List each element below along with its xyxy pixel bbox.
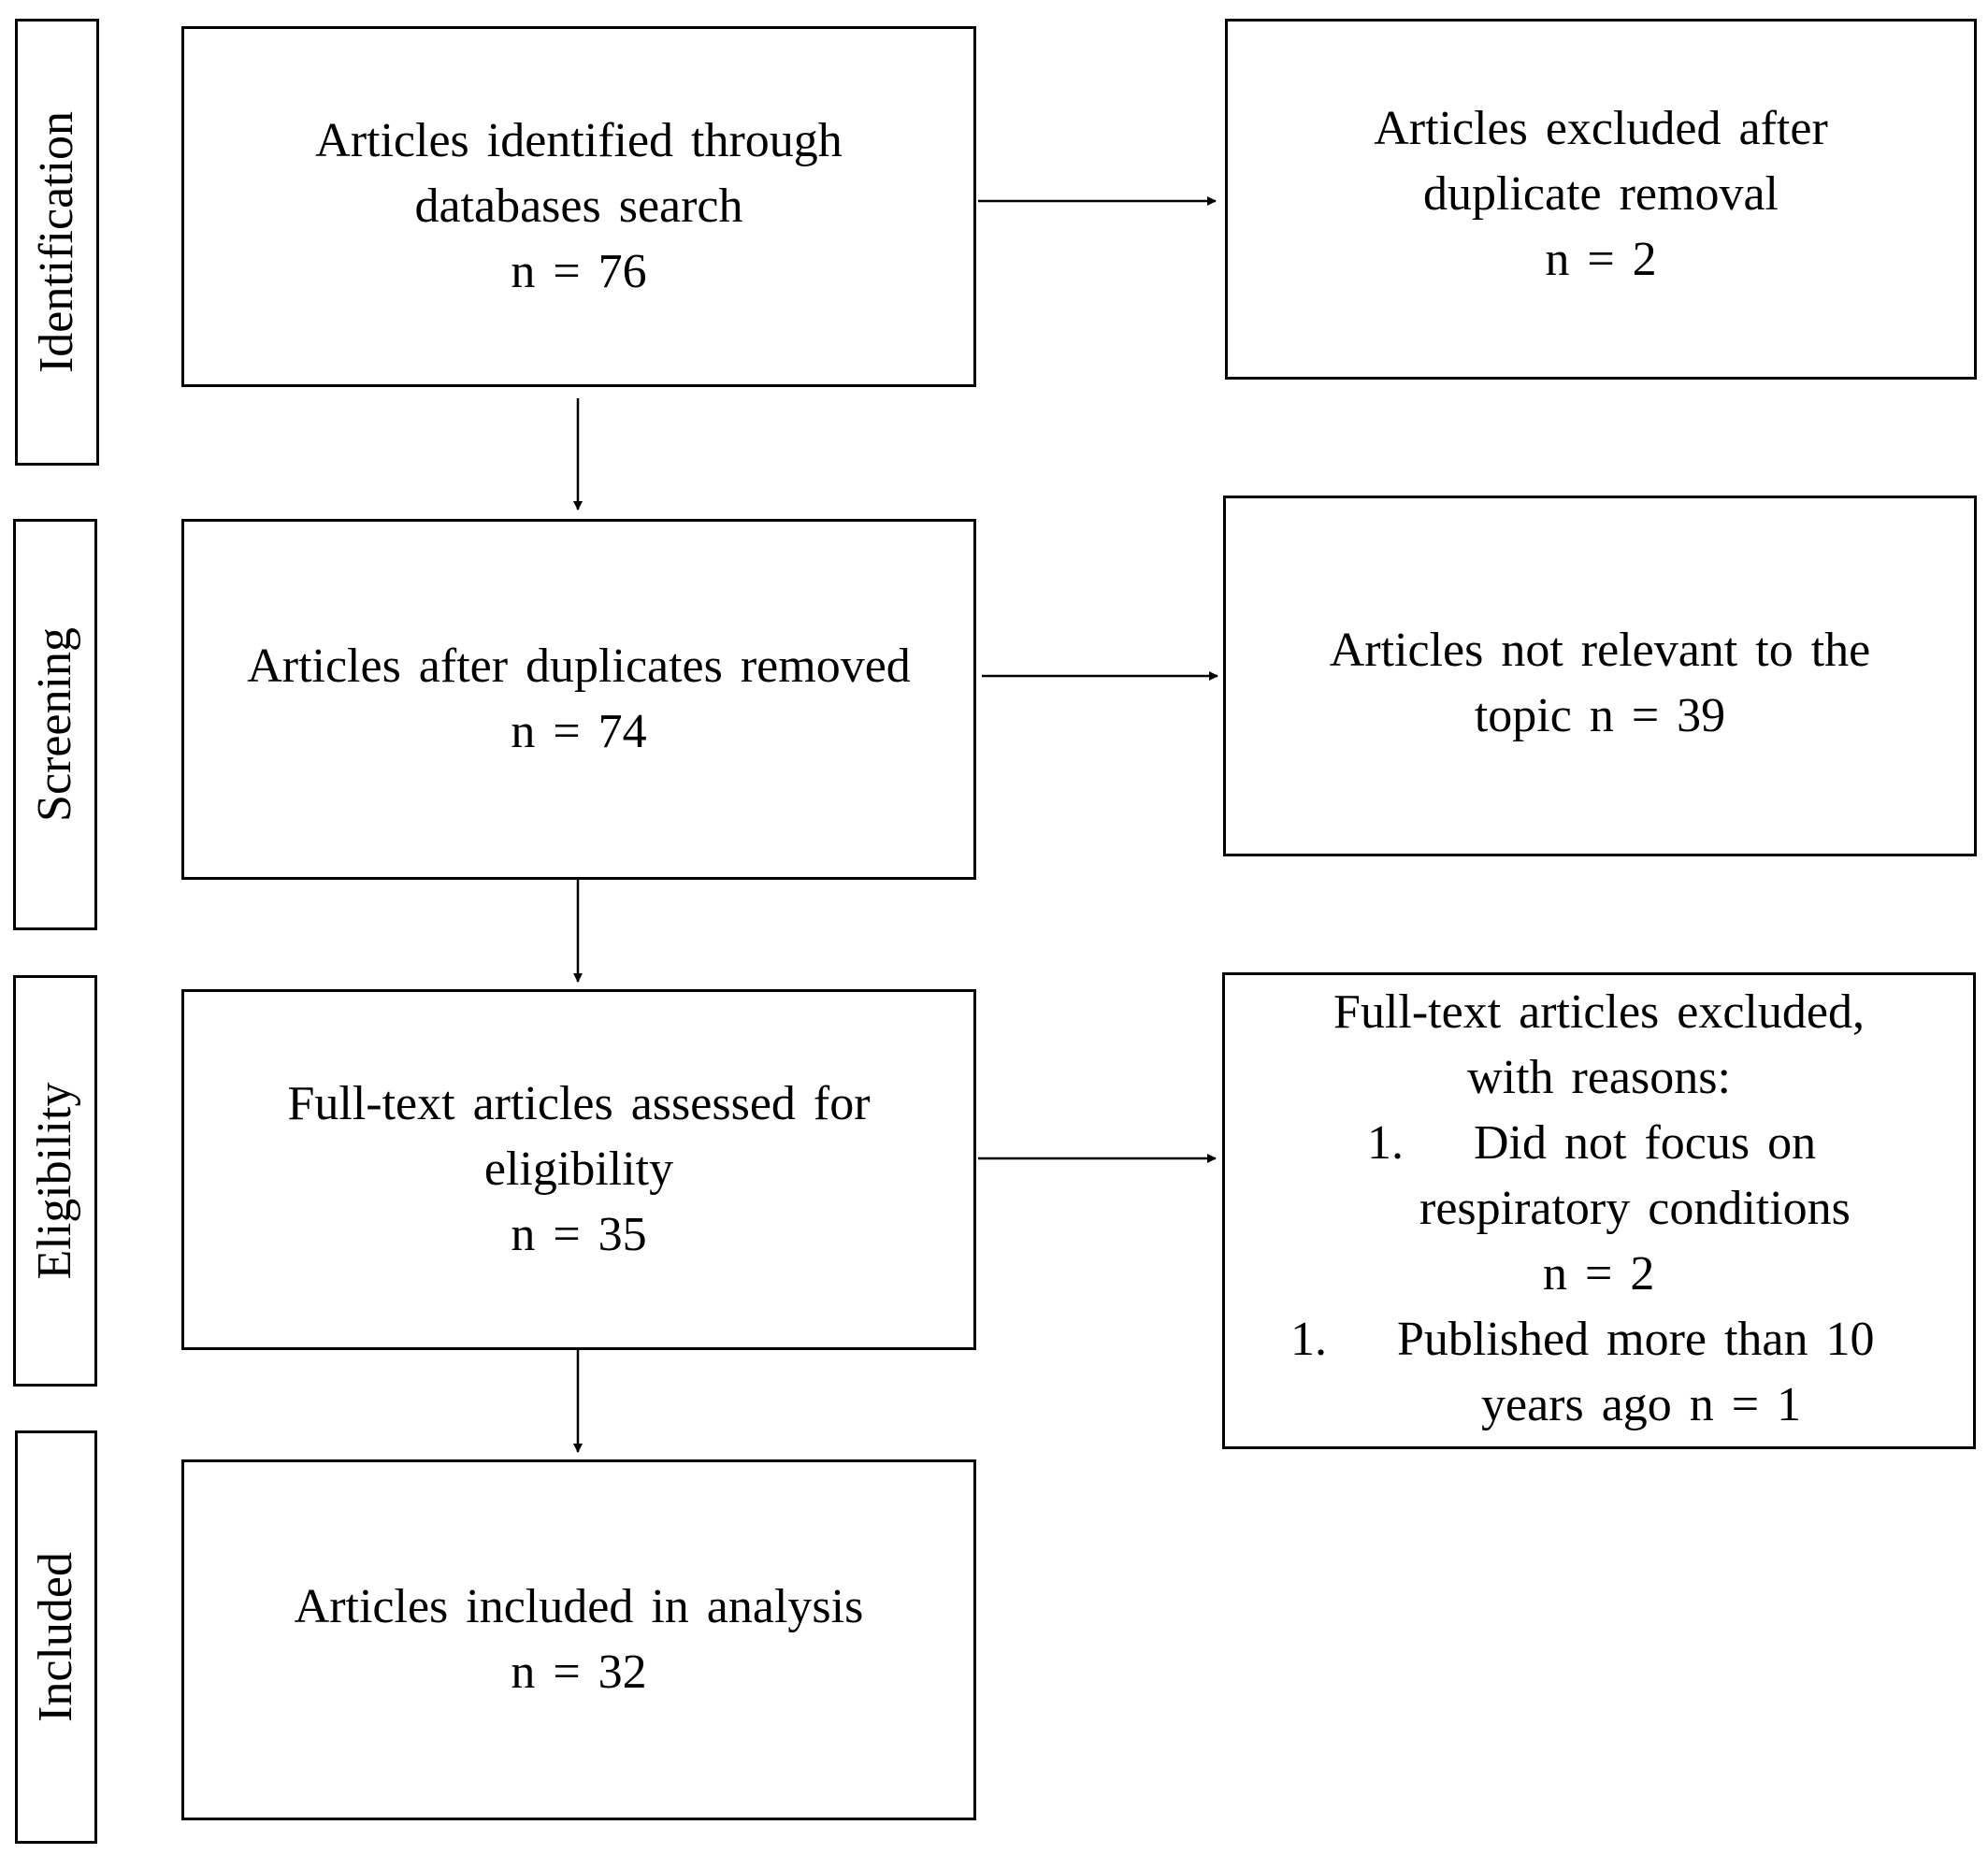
box-duplicates-excluded-count: n = 2 bbox=[1545, 233, 1657, 286]
box-after-duplicates-line-1: Articles after duplicates removed bbox=[247, 640, 911, 693]
reason-1-continuation: respiratory conditions bbox=[1419, 1182, 1851, 1235]
box-assessed: Full-text articles assessed for eligibil… bbox=[181, 989, 976, 1350]
box-included-analysis: Articles included in analysis n = 32 bbox=[181, 1459, 976, 1820]
stage-identification: Identification bbox=[15, 19, 99, 466]
fulltext-excluded-header-1: Full-text articles excluded, bbox=[1333, 985, 1865, 1039]
box-assessed-count: n = 35 bbox=[511, 1208, 647, 1261]
box-assessed-line-2: eligibility bbox=[483, 1143, 674, 1196]
stage-eligibility: Eligibility bbox=[13, 975, 97, 1387]
reason-1-count: n = 2 bbox=[1543, 1247, 1655, 1301]
reason-1-text: Did not focus on bbox=[1474, 1116, 1817, 1170]
box-assessed-line-1: Full-text articles assessed for bbox=[287, 1077, 871, 1130]
stage-included: Included bbox=[15, 1430, 97, 1844]
reason-1-marker: 1. bbox=[1367, 1116, 1404, 1170]
box-duplicates-excluded-line-1: Articles excluded after bbox=[1374, 102, 1828, 155]
box-identified: Articles identified through databases se… bbox=[181, 26, 976, 387]
box-fulltext-excluded: Full-text articles excluded, with reason… bbox=[1222, 972, 1976, 1449]
box-identified-line-1: Articles identified through bbox=[315, 114, 843, 167]
box-after-duplicates-count: n = 74 bbox=[511, 705, 647, 758]
box-identified-line-2: databases search bbox=[414, 180, 743, 233]
box-included-analysis-line-1: Articles included in analysis bbox=[294, 1580, 864, 1633]
box-duplicates-excluded: Articles excluded after duplicate remova… bbox=[1225, 19, 1977, 380]
box-duplicates-excluded-line-2: duplicate removal bbox=[1423, 167, 1779, 221]
box-not-relevant-line-1: Articles not relevant to the bbox=[1329, 624, 1871, 677]
box-included-analysis-count: n = 32 bbox=[511, 1646, 647, 1699]
box-not-relevant: Articles not relevant to the topic n = 3… bbox=[1223, 496, 1977, 856]
box-identified-count: n = 76 bbox=[511, 245, 647, 298]
reason-2-marker: 1. bbox=[1290, 1313, 1327, 1366]
reason-2-continuation: years ago n = 1 bbox=[1481, 1378, 1802, 1431]
box-not-relevant-line-2: topic n = 39 bbox=[1474, 689, 1726, 742]
box-after-duplicates: Articles after duplicates removed n = 74 bbox=[181, 519, 976, 880]
fulltext-excluded-header-2: with reasons: bbox=[1467, 1051, 1731, 1104]
reason-2-text: Published more than 10 bbox=[1397, 1313, 1875, 1366]
stage-screening: Screening bbox=[13, 519, 97, 930]
